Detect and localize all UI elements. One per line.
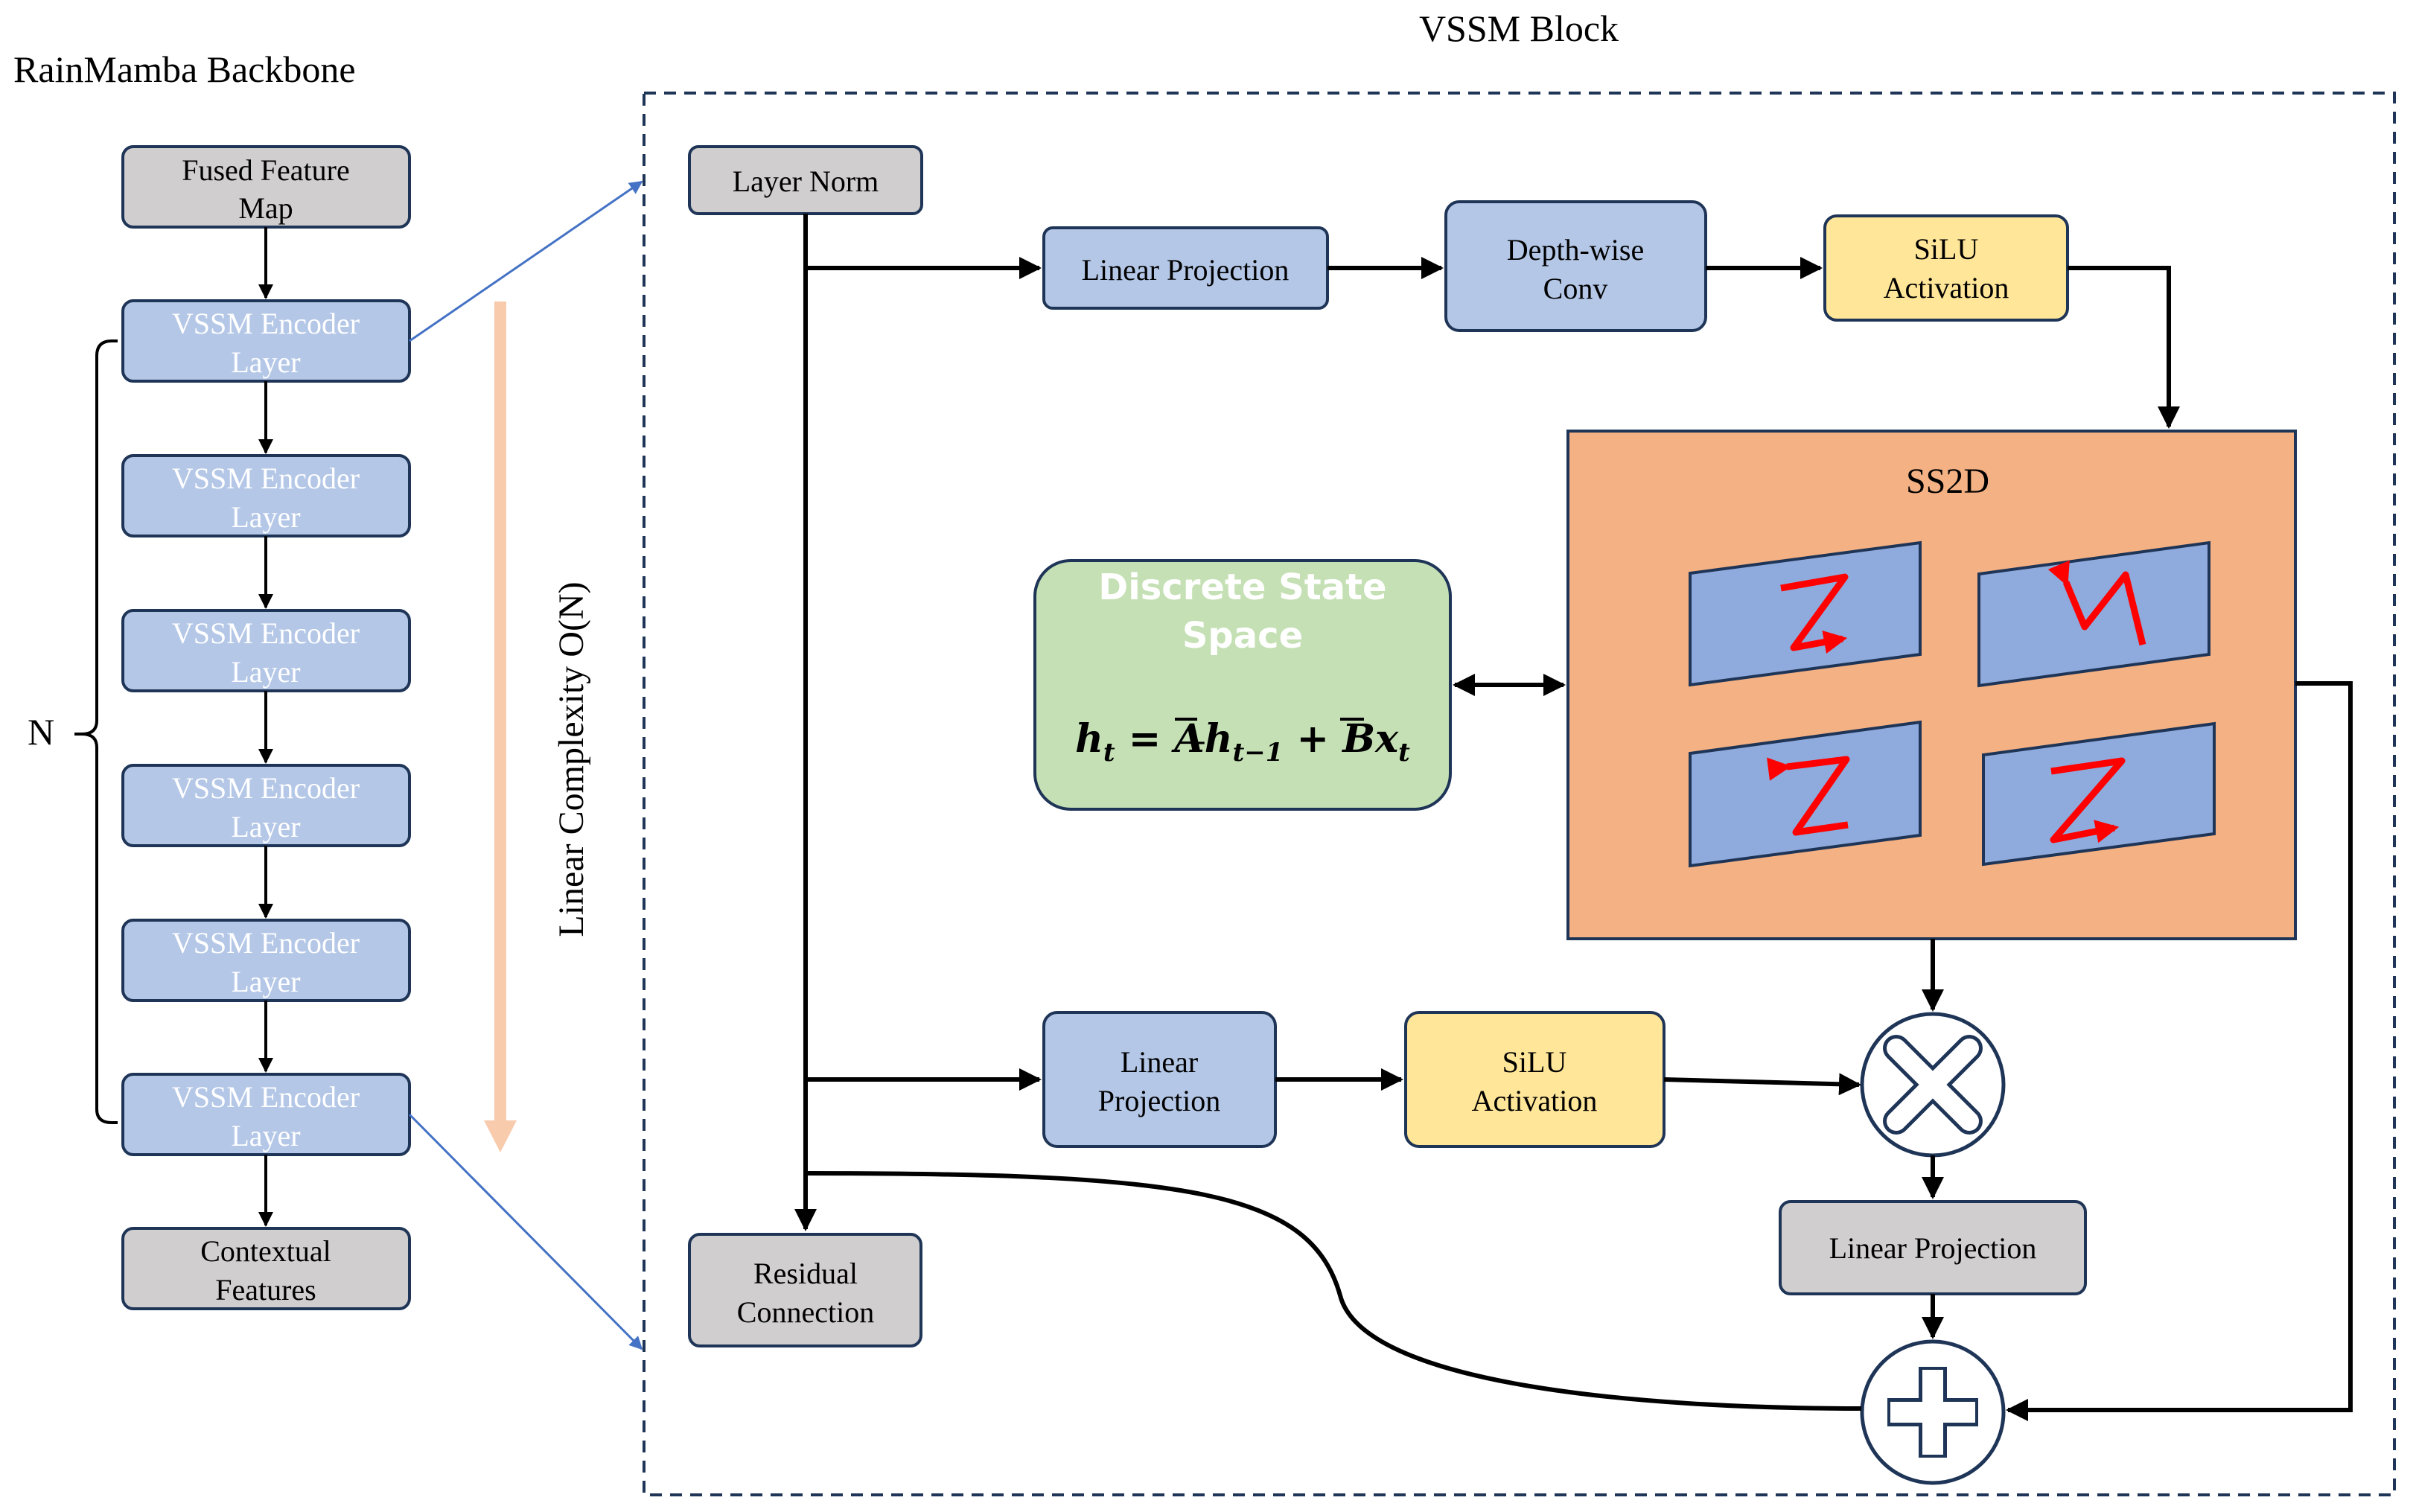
vssm-title: VSSM Block — [1419, 7, 1619, 49]
encoder-layer-label-line1: VSSM Encoder — [172, 1080, 360, 1114]
depthwise-conv-box: Depth-wise Conv — [1444, 200, 1707, 332]
silu-activation-mid-box: SiLU Activation — [1404, 1011, 1665, 1148]
ss2d-label: SS2D — [1906, 462, 1989, 501]
encoder-layer-2: VSSM Encoder Layer — [121, 454, 411, 538]
scan-panel-4 — [1982, 721, 2216, 867]
depthwise-conv-line1: Depth-wise — [1507, 233, 1644, 267]
contextual-features-line1: Contextual — [200, 1234, 331, 1268]
encoder-layer-6: VSSM Encoder Layer — [121, 1073, 411, 1156]
residual-connection-line1: Residual — [753, 1257, 858, 1290]
linear-projection-bottom-label: Linear Projection — [1829, 1231, 2037, 1265]
ss2d-module: SS2D — [1566, 430, 2297, 940]
scan-panel-1 — [1689, 540, 1922, 687]
encoder-layer-label-line2: Layer — [231, 965, 300, 998]
contextual-features-line2: Features — [215, 1273, 316, 1307]
linear-projection-mid-box: Linear Projection — [1042, 1011, 1277, 1148]
multiply-operator — [1860, 1012, 2006, 1158]
depthwise-conv-line2: Conv — [1543, 272, 1608, 305]
encoder-layer-label-line1: VSSM Encoder — [172, 771, 360, 805]
linear-projection-mid-line1: Linear — [1121, 1045, 1198, 1079]
encoder-layer-1: VSSM Encoder Layer — [121, 299, 411, 383]
linear-projection-bottom-box: Linear Projection — [1779, 1200, 2087, 1295]
encoder-layer-4: VSSM Encoder Layer — [121, 764, 411, 847]
layer-norm-box: Layer Norm — [688, 145, 923, 215]
encoder-layer-label-line1: VSSM Encoder — [172, 926, 360, 960]
encoder-layer-3: VSSM Encoder Layer — [121, 609, 411, 692]
vssm-block-frame — [643, 92, 2396, 1496]
scan-panel-3 — [1689, 720, 1922, 868]
silu-top-line2: Activation — [1884, 271, 2009, 304]
encoder-layer-label-line1: VSSM Encoder — [172, 307, 360, 340]
encoder-layer-label-line2: Layer — [231, 810, 300, 843]
dss-title-line2: Space — [1182, 615, 1303, 657]
add-operator — [1860, 1339, 2006, 1485]
silu-top-line1: SiLU — [1914, 232, 1979, 266]
repeat-label: N — [28, 711, 54, 753]
complexity-label: Linear Complexity O(N) — [552, 581, 591, 937]
encoder-layer-label-line2: Layer — [231, 1119, 300, 1152]
encoder-layer-label-line2: Layer — [231, 500, 300, 534]
connector-top — [409, 180, 643, 342]
layer-norm-label: Layer Norm — [733, 165, 879, 198]
backbone-title: RainMamba Backbone — [13, 48, 356, 90]
linear-projection-top-label: Linear Projection — [1082, 253, 1290, 287]
encoder-layer-label-line2: Layer — [231, 345, 300, 379]
vssm-flow-arrows — [794, 214, 2353, 1421]
residual-connection-line2: Connection — [737, 1295, 874, 1329]
fused-feature-map-box: Fused Feature Map — [121, 145, 411, 229]
encoder-layer-label-line1: VSSM Encoder — [172, 462, 360, 495]
linear-projection-mid-line2: Projection — [1098, 1084, 1220, 1117]
silu-mid-line1: SiLU — [1502, 1045, 1567, 1079]
fused-feature-map-line1: Fused Feature — [182, 153, 350, 187]
encoder-layer-label-line2: Layer — [231, 655, 300, 689]
dss-title-line1: Discrete State — [1098, 567, 1386, 608]
residual-connection-box: Residual Connection — [688, 1233, 922, 1347]
encoder-layer-label-line1: VSSM Encoder — [172, 616, 360, 650]
silu-mid-line2: Activation — [1472, 1084, 1598, 1117]
linear-projection-top-box: Linear Projection — [1042, 226, 1329, 310]
connector-bottom — [408, 1113, 643, 1350]
silu-activation-top-box: SiLU Activation — [1823, 214, 2069, 322]
scan-panel-2 — [1977, 540, 2210, 688]
discrete-state-space-box: Discrete State Space ht = A̅ht−1 + Bxt — [1033, 559, 1452, 811]
repeat-brace — [74, 339, 118, 1124]
encoder-layer-5: VSSM Encoder Layer — [121, 919, 411, 1002]
complexity-arrow — [484, 302, 517, 1152]
contextual-features-box: Contextual Features — [121, 1227, 411, 1310]
fused-feature-map-line2: Map — [238, 191, 293, 225]
